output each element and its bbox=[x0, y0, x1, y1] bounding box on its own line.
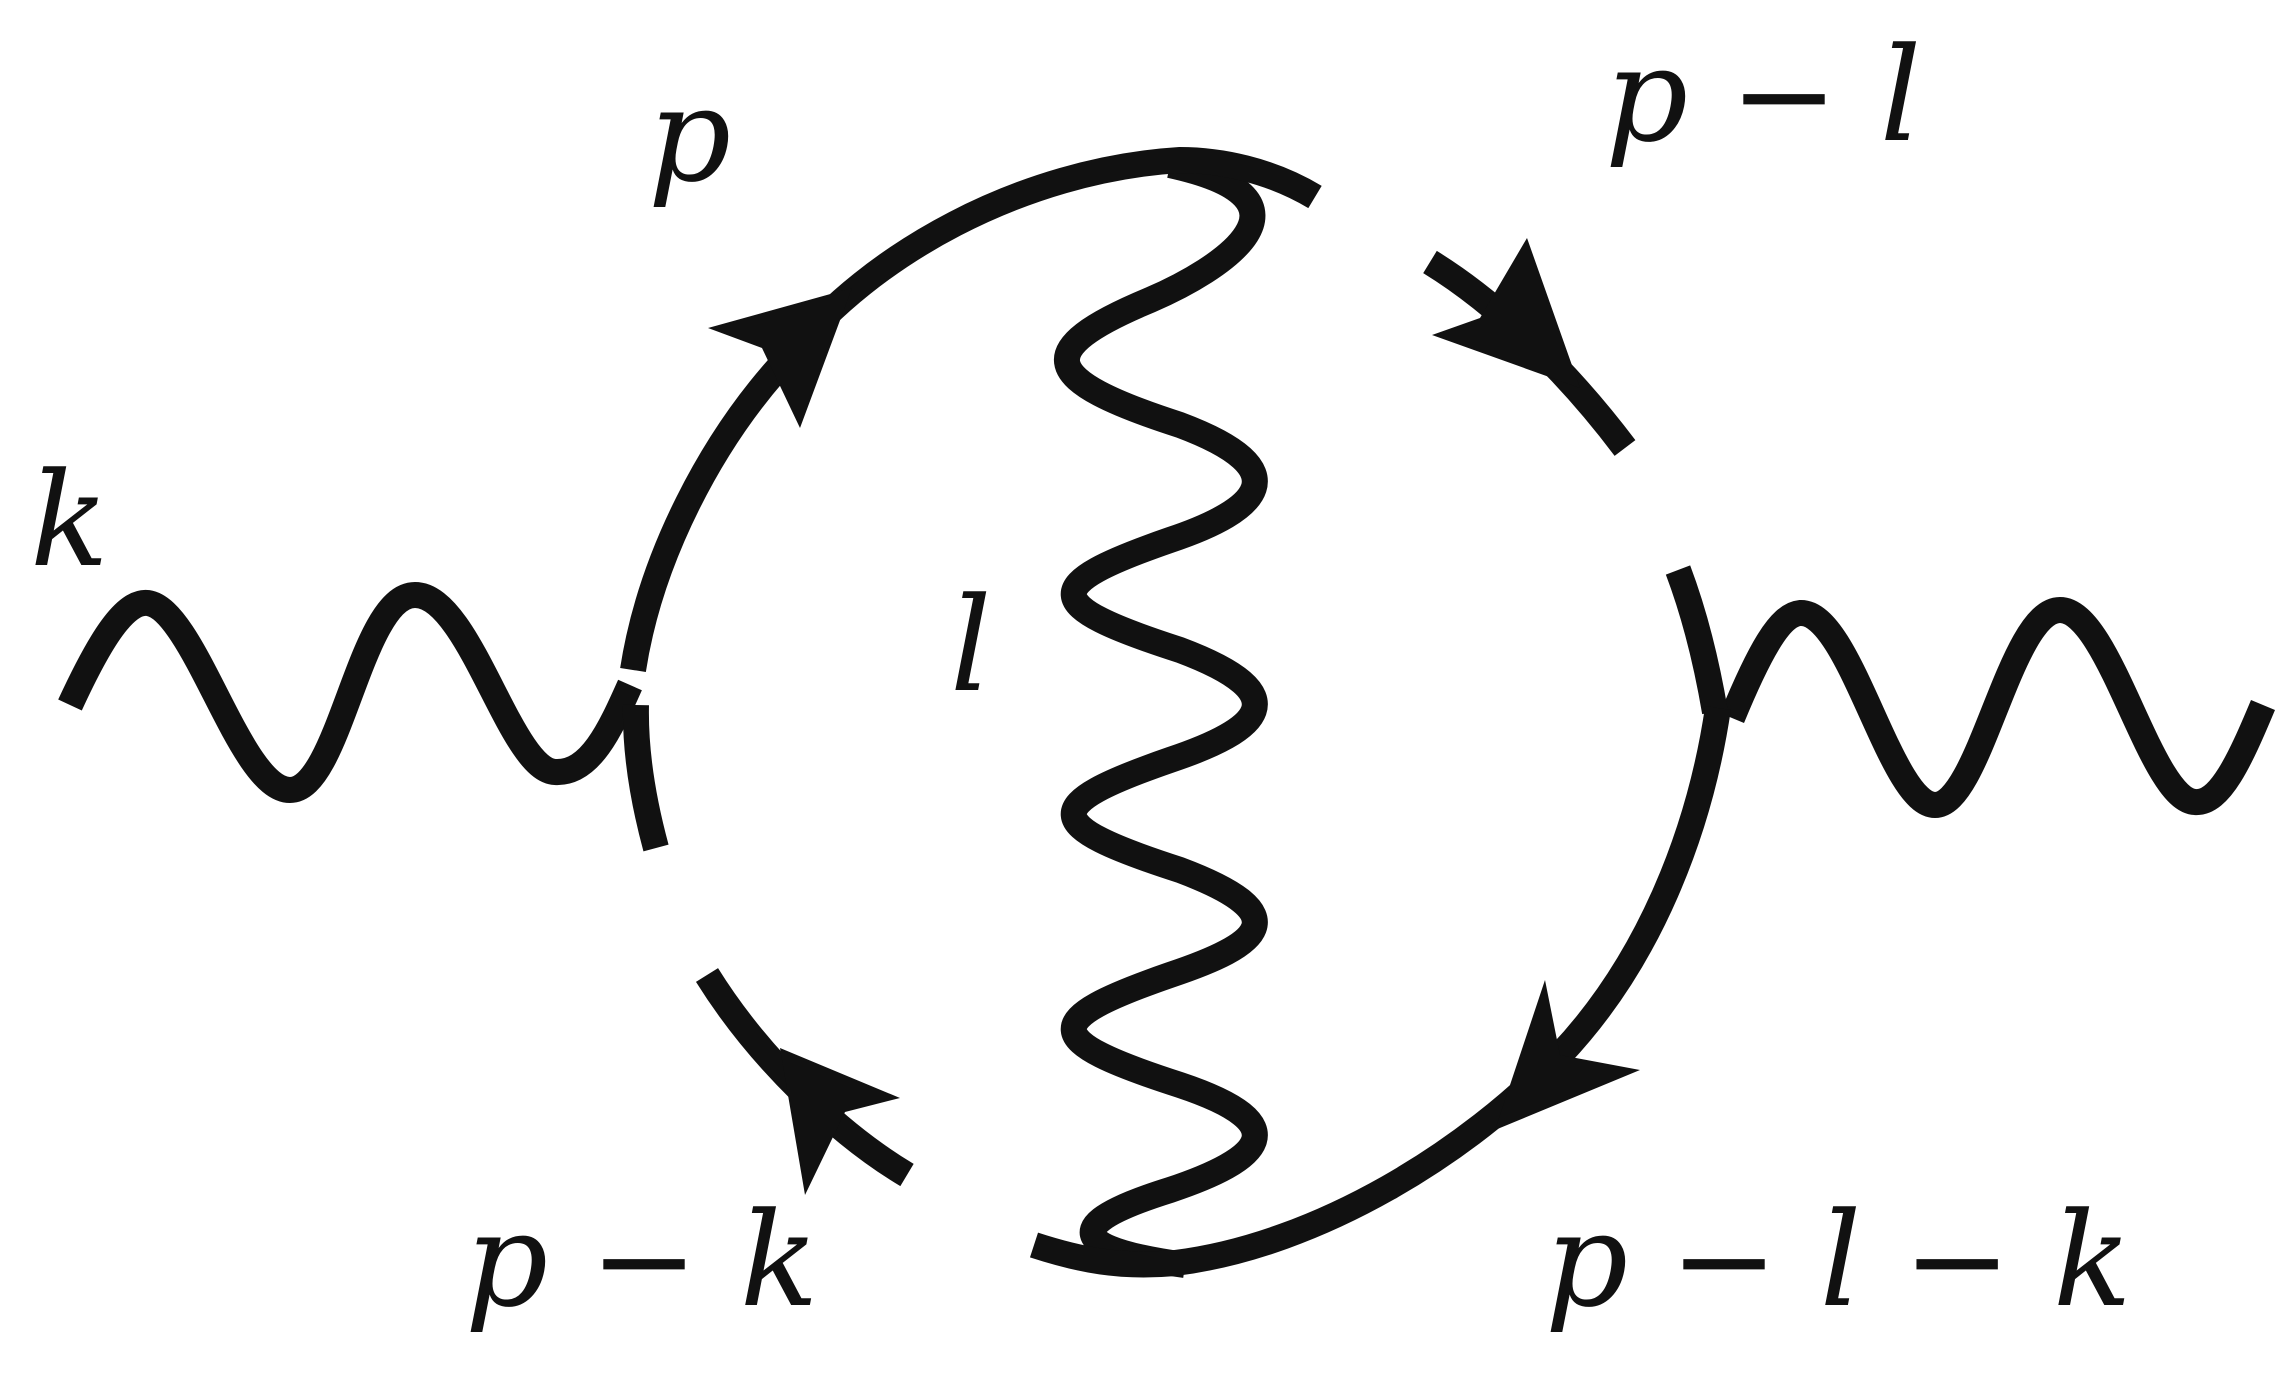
fermion-line-p bbox=[620, 147, 1322, 672]
fermion-line-p-minus-l-minus-k bbox=[1029, 706, 1731, 1278]
photon-right-external bbox=[1719, 597, 2275, 818]
arrow-head-p-minus-k bbox=[780, 1048, 900, 1195]
arrow-head-p bbox=[708, 288, 852, 428]
photon-internal-l bbox=[1054, 152, 1268, 1278]
arrow-head-p-minus-l bbox=[1432, 238, 1580, 388]
label-p-minus-k: p − k bbox=[465, 1184, 819, 1336]
fermion-line-right-vertex bbox=[1665, 565, 1728, 715]
photon-left-external bbox=[58, 582, 642, 803]
fermion-line-left-vertex bbox=[622, 704, 669, 852]
label-k: k bbox=[30, 444, 109, 596]
label-p: p bbox=[648, 59, 731, 211]
label-p-minus-l-minus-k: p − l − k bbox=[1545, 1184, 2132, 1336]
arrow-head-p-minus-l-minus-k bbox=[1495, 980, 1640, 1130]
label-p-minus-l: p − l bbox=[1605, 19, 1921, 171]
label-l: l bbox=[950, 569, 992, 721]
